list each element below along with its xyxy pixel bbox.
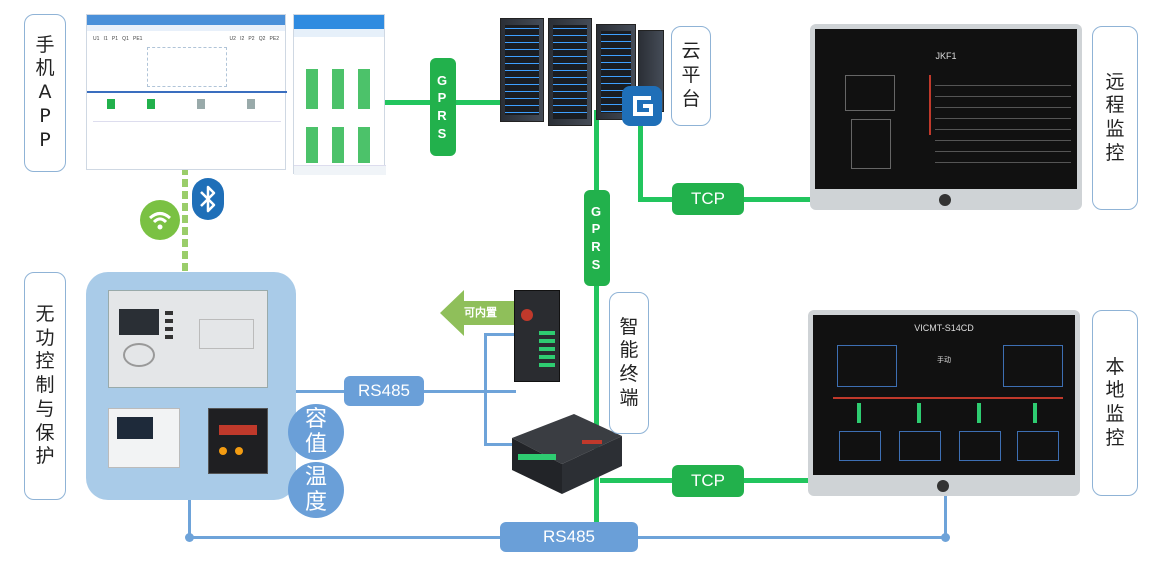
remote-monitor-screen: JKF1 [815,29,1077,189]
label-mobile-app: 手机APP [24,14,66,172]
cloud-logo-icon [622,86,662,126]
local-screen-title: VICMT-S14CD [914,323,974,333]
link-rs485-terminal-top [484,333,514,336]
link-wireless-dashed [182,155,188,273]
link-cloud-to-terminal [594,110,599,540]
local-screen-mode: 手动 [937,356,951,364]
tag-tcp-bottom: TCP [672,465,744,497]
tag-rs485-bottom: RS485 [500,522,638,552]
server-rack-2 [548,18,592,126]
device-small-white [108,408,180,468]
builtin-arrow: 可内置 [440,290,518,336]
app-screenshot-phone [293,14,386,175]
link-rs485-bottom-left [188,500,191,538]
tag-tcp-top: TCP [672,183,744,215]
terminal-device-top [514,290,560,382]
server-rack-1 [500,18,544,122]
link-rs485-bottom-right [944,492,947,538]
apple-logo-icon [939,194,951,206]
remote-screen-title: JKF1 [935,51,957,61]
apple-logo-icon [937,480,949,492]
builtin-label: 可内置 [464,306,497,319]
link-cloud-to-remote-vertical [638,120,643,202]
wifi-icon [140,200,180,240]
rs485-dot-left [185,533,194,542]
badge-temperature: 温度 [288,462,344,518]
device-controller [108,290,268,388]
terminal-device-bottom [512,414,622,494]
label-local-monitor: 本地监控 [1092,310,1138,496]
local-monitor: VICMT-S14CD 手动 [808,310,1080,496]
rs485-dot-right [941,533,950,542]
label-reactive-control: 无功控制与保护 [24,272,66,500]
local-monitor-screen: VICMT-S14CD 手动 [813,315,1075,475]
label-remote-monitor: 远程监控 [1092,26,1138,210]
label-smart-terminal: 智能终端 [609,292,649,434]
label-cloud-platform: 云平台 [671,26,711,126]
bluetooth-icon [192,178,224,220]
link-rs485-terminal-bottom [484,443,514,446]
link-rs485-terminal-vert [484,333,487,445]
tag-rs485-mid: RS485 [344,376,424,406]
device-small-black [208,408,268,474]
remote-monitor: JKF1 [810,24,1082,210]
badge-capacitance: 容值 [288,404,344,460]
